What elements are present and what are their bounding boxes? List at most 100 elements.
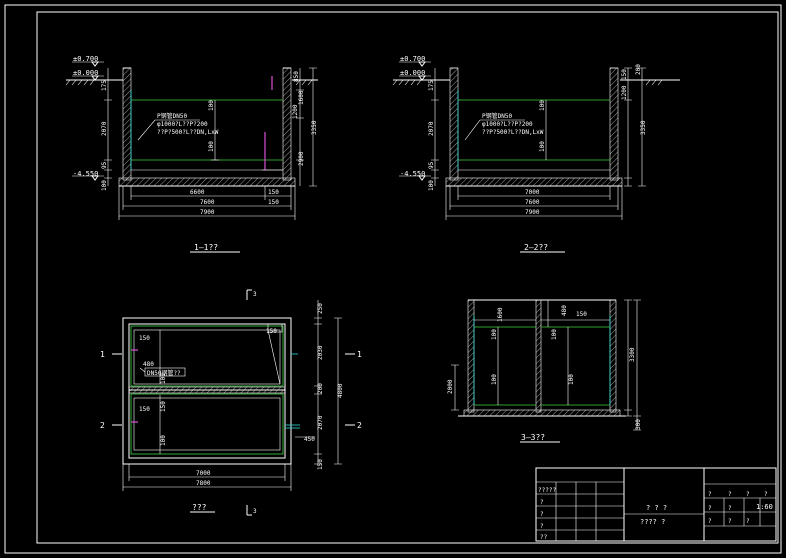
plan-dim-right-1: 250 bbox=[317, 303, 324, 314]
s1-dim-width-2: 7900 bbox=[200, 209, 215, 216]
s1-dim-left-4: 100 bbox=[101, 180, 108, 191]
s3-dim-top-1: 1600 bbox=[497, 307, 504, 322]
s2-dim-right-2: 1200 bbox=[621, 85, 628, 100]
plan-dim-total-height: 4800 bbox=[337, 383, 344, 398]
drawing-frame bbox=[36, 11, 779, 544]
s3-dim-center: 150 bbox=[576, 311, 587, 318]
s2-elev-top: ±0.700 bbox=[400, 55, 425, 63]
s3-dim-right-2: 300 bbox=[635, 419, 642, 430]
section-2-2 bbox=[392, 61, 680, 253]
tb-cell-2: ? bbox=[728, 491, 732, 498]
plan-title: ??? bbox=[192, 503, 207, 512]
outer-border bbox=[4, 4, 782, 554]
s3-dim-left-1: 2000 bbox=[447, 379, 454, 394]
section-3-3 bbox=[451, 299, 641, 443]
tb-cell-9: ? bbox=[746, 518, 750, 525]
plan-dim-right-3: 200 bbox=[317, 383, 324, 394]
plan-cut-mark-2-right: 2 bbox=[357, 421, 362, 430]
plan-dim-right-2: 2030 bbox=[317, 345, 324, 360]
plan-dim-inner-7: 150 bbox=[266, 328, 277, 335]
tb-row-left-4: ? bbox=[540, 523, 544, 530]
s1-dim-left-2: 2070 bbox=[101, 121, 108, 136]
s3-dim-top-2: 480 bbox=[561, 305, 568, 316]
s1-elev-ground: ±0.000 bbox=[73, 69, 98, 77]
s3-dim-right-1: 3300 bbox=[629, 347, 636, 362]
s1-pipe-label-1: P钢管DN50 bbox=[157, 112, 187, 120]
plan-dim-inner-5: 150 bbox=[160, 401, 167, 412]
plan-dim-width-2: 7800 bbox=[196, 480, 211, 487]
tb-row-left-2: ? bbox=[540, 499, 544, 506]
s1-dim-right-4: 850 bbox=[293, 71, 300, 82]
plan-pipe-label: DN50钢管?? bbox=[147, 369, 181, 377]
s1-dim-left-1: 175 bbox=[101, 80, 108, 91]
s2-pipe-label-1: P钢管DN50 bbox=[482, 112, 512, 120]
s1-dim-right-2: 1200 bbox=[292, 104, 299, 119]
s1-elev-bottom: -4.550 bbox=[73, 170, 98, 178]
tb-row-left-3: ? bbox=[540, 511, 544, 518]
s3-title: 3—3?? bbox=[521, 433, 545, 442]
tb-row-left-5: ?? bbox=[540, 534, 548, 541]
plan-dim-inner-3: 100 bbox=[160, 373, 167, 384]
tb-drawing-sub: ???? ? bbox=[640, 518, 665, 526]
tb-scale: 1:60 bbox=[756, 503, 773, 511]
s1-dim-width-1: 7600 bbox=[200, 199, 215, 206]
tb-cell-7: ? bbox=[708, 518, 712, 525]
s1-dim-inner-width: 6600 bbox=[190, 189, 205, 196]
plan-cut-mark-1-right: 1 bbox=[357, 350, 362, 359]
plan-dim-inner-6: 100 bbox=[160, 435, 167, 446]
plan-section-ref-top: 3 bbox=[253, 291, 257, 298]
plan-dim-inner-1: 150 bbox=[139, 335, 150, 342]
s1-pipe-label-2: φ1000?L??P?200 bbox=[157, 121, 208, 128]
s2-dim-inner-1: 100 bbox=[539, 100, 546, 111]
plan-dim-inner-2: 480 bbox=[143, 361, 154, 368]
s1-dim-right-1: 1600 bbox=[298, 90, 305, 105]
plan-cut-mark-1-left: 1 bbox=[100, 350, 105, 359]
tb-cell-6: ? bbox=[728, 505, 732, 512]
plan-section-ref-bottom: 3 bbox=[253, 508, 257, 515]
tb-cell-3: ? bbox=[746, 491, 750, 498]
s3-dim-inner-2: 100 bbox=[551, 329, 558, 340]
s1-dim-right-5: 3350 bbox=[311, 120, 318, 135]
s2-dim-left-3: 95 bbox=[428, 161, 435, 169]
s2-pipe-label-3: ??P?500?L??DN,LxW bbox=[482, 129, 544, 136]
tb-drawing-name: ? ? ? bbox=[646, 504, 667, 512]
s2-dim-width-2: 7900 bbox=[525, 209, 540, 216]
section-1-1 bbox=[65, 61, 318, 253]
plan-view bbox=[112, 289, 355, 516]
s1-dim-small-2: 150 bbox=[268, 199, 279, 206]
s1-title: 1—1?? bbox=[194, 243, 218, 252]
tb-cell-4: ? bbox=[764, 491, 768, 498]
plan-dim-right-4: 2070 bbox=[317, 415, 324, 430]
plan-dim-right-5: 150 bbox=[317, 459, 324, 470]
s1-dim-small-1: 150 bbox=[268, 189, 279, 196]
s2-dim-inner-width: 7000 bbox=[525, 189, 540, 196]
s3-dim-inner-4: 100 bbox=[568, 374, 575, 385]
s2-elev-bottom: -4.550 bbox=[400, 170, 425, 178]
plan-dim-pipe: 450 bbox=[304, 436, 315, 443]
s1-elev-top: ±0.700 bbox=[73, 55, 98, 63]
tb-row-left-1: ????? bbox=[538, 487, 556, 494]
s2-dim-left-2: 2070 bbox=[428, 121, 435, 136]
tb-cell-5: ? bbox=[708, 505, 712, 512]
title-block bbox=[535, 467, 777, 542]
s2-dim-right-4: 200 bbox=[635, 64, 642, 75]
s1-dim-right-3: 2900 bbox=[298, 151, 305, 166]
s2-title: 2—2?? bbox=[524, 243, 548, 252]
s2-dim-left-4: 100 bbox=[428, 180, 435, 191]
plan-cut-mark-2-left: 2 bbox=[100, 421, 105, 430]
s2-dim-left-1: 175 bbox=[428, 80, 435, 91]
s2-dim-right-3: 3350 bbox=[640, 120, 647, 135]
plan-dim-width-1: 7000 bbox=[196, 470, 211, 477]
s1-dim-left-3: 95 bbox=[101, 161, 108, 169]
s1-pipe-label-3: ??P?500?L??DN,LxW bbox=[157, 129, 219, 136]
s2-pipe-label-2: φ1000?L??P?200 bbox=[482, 121, 533, 128]
s2-elev-ground: ±0.000 bbox=[400, 69, 425, 77]
tb-cell-1: ? bbox=[708, 491, 712, 498]
s2-dim-right-1: 150 bbox=[621, 69, 628, 80]
tb-cell-8: ? bbox=[728, 518, 732, 525]
s2-dim-width-1: 7600 bbox=[525, 199, 540, 206]
s3-dim-inner-1: 100 bbox=[491, 329, 498, 340]
s1-dim-inner-1: 100 bbox=[208, 100, 215, 111]
plan-dim-inner-4: 150 bbox=[139, 406, 150, 413]
